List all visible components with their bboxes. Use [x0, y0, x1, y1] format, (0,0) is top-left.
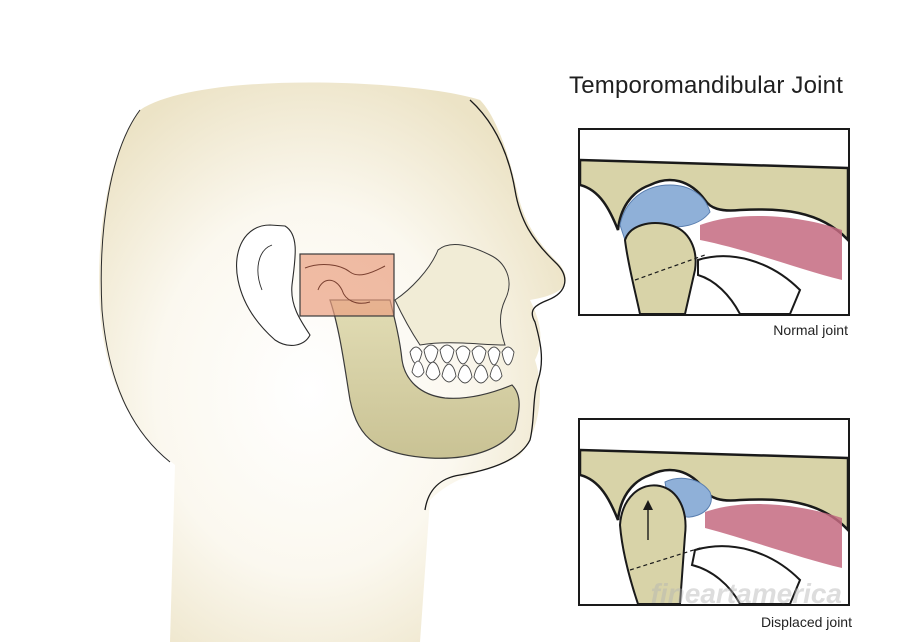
teeth	[409, 344, 515, 384]
movement-arrow-head	[643, 500, 653, 510]
displaced-joint-panel	[578, 418, 850, 606]
temporal-bone	[580, 448, 848, 532]
head-silhouette	[99, 82, 566, 642]
temporal-bone	[580, 158, 848, 242]
diagram-title: Temporomandibular Joint	[569, 72, 844, 99]
coronoid-notch	[697, 255, 802, 314]
normal-joint-panel	[578, 128, 850, 316]
coronoid-notch	[690, 545, 802, 604]
normal-joint-caption: Normal joint	[773, 322, 848, 338]
lateral-pterygoid-muscle	[700, 215, 842, 280]
maxilla-bone	[394, 244, 510, 346]
joint-highlight-detail	[304, 264, 386, 304]
ear-inner-fold	[257, 244, 273, 291]
back-of-head-outline	[100, 109, 171, 463]
mandibular-condyle	[623, 222, 697, 314]
joint-highlight-box	[299, 253, 395, 317]
normal-joint-diagram	[580, 158, 848, 314]
mandibular-condyle-displaced	[618, 484, 687, 604]
reference-line	[629, 547, 701, 571]
face-profile-outline	[424, 99, 566, 511]
reference-line	[634, 254, 706, 281]
ear	[236, 224, 311, 346]
displaced-joint-diagram	[580, 448, 848, 604]
mandible-bone	[329, 299, 520, 459]
displaced-joint-caption: Displaced joint	[760, 614, 852, 630]
lateral-pterygoid-muscle	[705, 504, 842, 568]
watermark: fineartamerica	[650, 578, 842, 609]
